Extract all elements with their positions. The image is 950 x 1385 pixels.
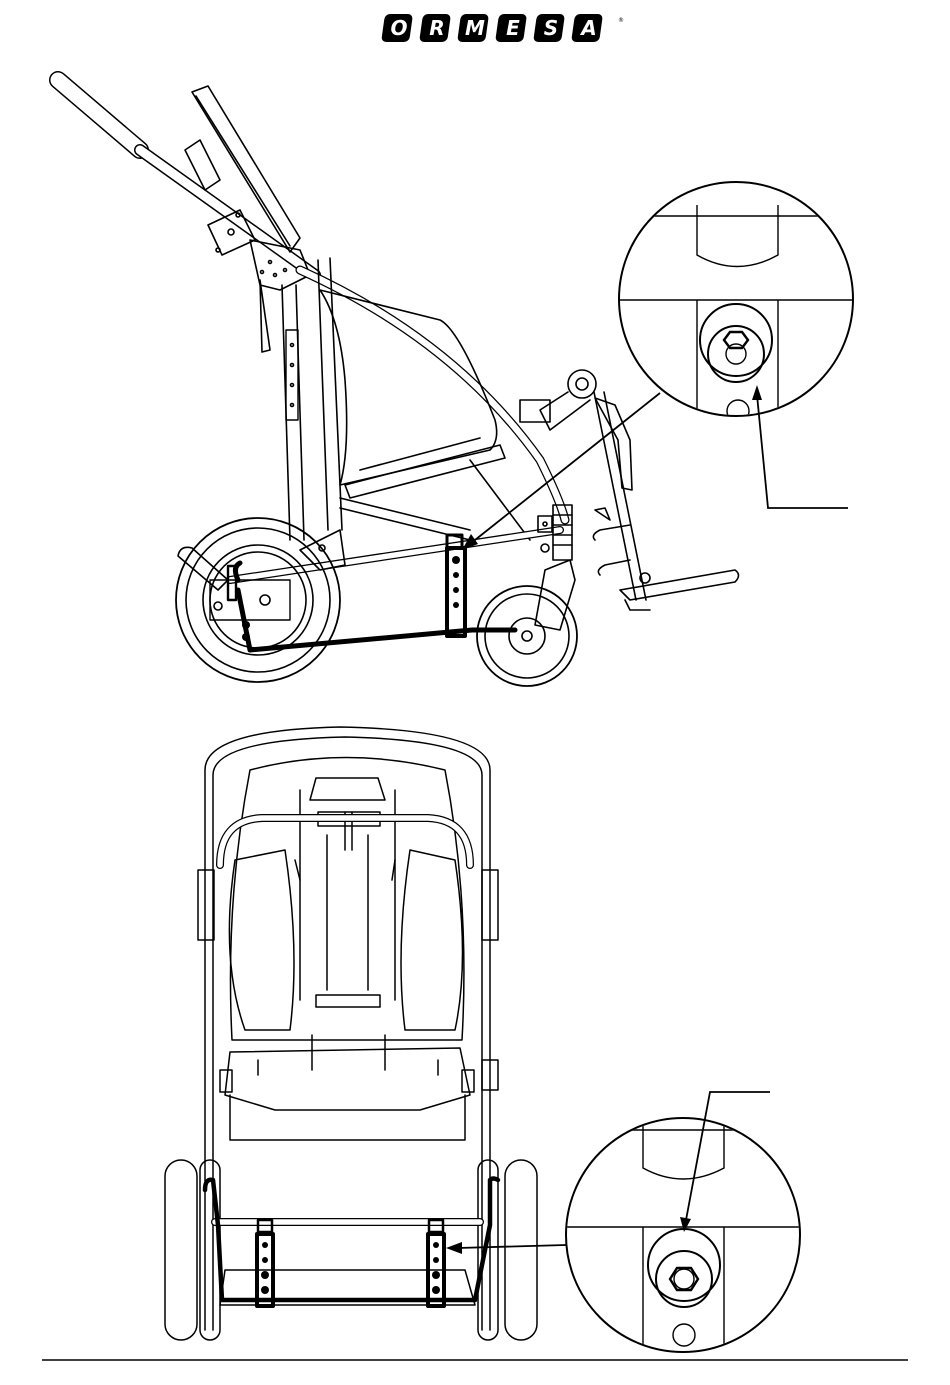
rear-wheel	[176, 518, 340, 682]
strap-buckle-holes	[242, 556, 460, 641]
seat	[320, 290, 505, 498]
front-post	[520, 370, 646, 600]
detail-callout-bottom	[446, 1092, 820, 1360]
backrest-rear	[230, 758, 463, 1041]
logo-letter: R	[429, 16, 444, 40]
detail-callout-top	[462, 182, 880, 550]
restraint-strap	[235, 535, 515, 650]
footrest	[620, 570, 739, 610]
rear-post	[260, 280, 304, 540]
seat-plate-rear	[220, 1035, 474, 1140]
side-view	[58, 80, 739, 686]
lower-frame	[230, 530, 560, 580]
main-frame	[300, 258, 565, 530]
lateral-supports	[229, 850, 462, 1030]
seat-frame	[340, 460, 530, 540]
restraint-strap-rear	[205, 1179, 498, 1307]
logo-letter: E	[506, 16, 520, 40]
registered-mark: ®	[618, 17, 624, 24]
logo-letter: O	[390, 16, 407, 40]
logo-letter: M	[465, 16, 485, 40]
logo-letter: S	[544, 16, 558, 40]
front-wheel	[477, 586, 577, 686]
logo-letter: A	[579, 16, 596, 40]
strap-holes-rear	[261, 1242, 440, 1294]
